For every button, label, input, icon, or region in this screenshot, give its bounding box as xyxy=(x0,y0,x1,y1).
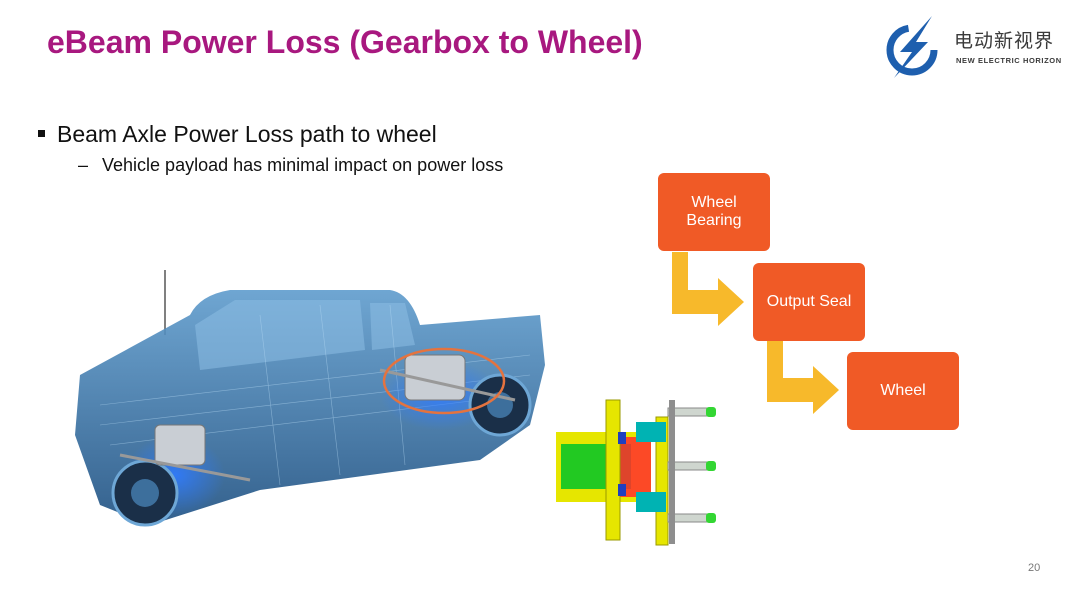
flow-box-output-seal: Output Seal xyxy=(753,263,865,341)
logo-chinese-text: 电动新视界 xyxy=(954,30,1055,52)
truck-xray-image xyxy=(75,270,545,527)
flow-box-wheel-bearing-label: Wheel Bearing xyxy=(686,194,742,229)
power-loss-flow-diagram: Wheel Bearing Output Seal Wheel xyxy=(650,168,970,443)
bullet-sub: –Vehicle payload has minimal impact on p… xyxy=(78,155,503,176)
flow-box-output-seal-label: Output Seal xyxy=(766,293,852,310)
slide-title: eBeam Power Loss (Gearbox to Wheel) xyxy=(47,24,643,60)
lightning-logo-icon xyxy=(886,16,938,78)
bearing-cross-section-image xyxy=(556,399,716,546)
bullet-main: Beam Axle Power Loss path to wheel xyxy=(38,121,437,148)
logo-english-text: NEW ELECTRIC HORIZON xyxy=(956,56,1062,65)
bullet-main-text: Beam Axle Power Loss path to wheel xyxy=(57,121,437,147)
dash-bullet-icon: – xyxy=(78,155,89,175)
flow-box-wheel: Wheel xyxy=(847,352,959,430)
square-bullet-icon xyxy=(38,130,45,137)
flow-arrow-1 xyxy=(672,252,744,326)
flow-box-wheel-label: Wheel xyxy=(880,382,926,399)
bullet-sub-text: Vehicle payload has minimal impact on po… xyxy=(102,155,504,175)
flow-box-wheel-bearing: Wheel Bearing xyxy=(658,173,770,251)
brand-logo: 电动新视界 NEW ELECTRIC HORIZON xyxy=(880,12,1070,80)
flow-arrows xyxy=(672,252,839,414)
page-number: 20 xyxy=(1028,562,1041,574)
flow-arrow-2 xyxy=(767,340,839,414)
